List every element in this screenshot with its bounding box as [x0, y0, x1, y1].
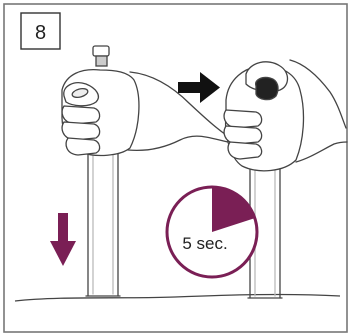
timer-label: 5 sec.	[182, 234, 227, 253]
clock-timer-icon: 5 sec.	[167, 187, 257, 277]
panel-frame	[4, 4, 347, 332]
step-number: 8	[35, 22, 46, 44]
